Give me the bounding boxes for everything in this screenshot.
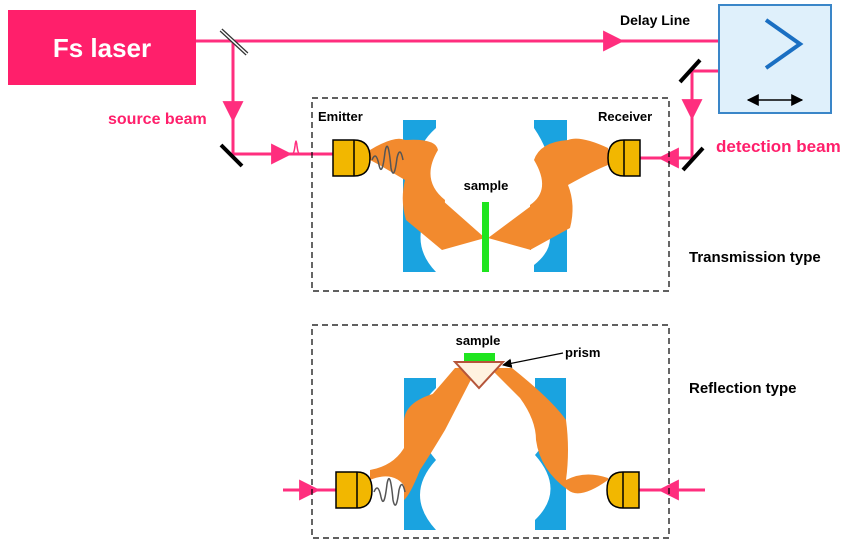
source-pulse bbox=[286, 140, 306, 155]
detection-mirror-bottom bbox=[681, 146, 705, 172]
reflection-emitter-thz-fill bbox=[404, 366, 478, 500]
source-beam-label: source beam bbox=[108, 111, 207, 128]
fs-laser: Fs laser bbox=[8, 10, 196, 85]
emitter-wave bbox=[371, 145, 404, 174]
delay-line-box bbox=[718, 4, 832, 114]
reflection-setup: sample prism bbox=[311, 324, 670, 539]
detection-beam-label: detection beam bbox=[716, 137, 841, 156]
reflection-sample bbox=[464, 353, 495, 361]
source-mirror bbox=[219, 143, 244, 168]
fs-laser-box bbox=[8, 10, 196, 85]
emitter-label: Emitter bbox=[318, 109, 363, 124]
reflection-receiver-thz-beam bbox=[490, 368, 608, 494]
prism-label: prism bbox=[565, 345, 600, 360]
delay-line-label: Delay Line bbox=[620, 12, 690, 28]
reflection-emitter-thz-beam bbox=[370, 367, 478, 488]
reflection-type-label: Reflection type bbox=[689, 380, 797, 397]
reflection-emitter-wave bbox=[373, 478, 406, 506]
transmission-type-label: Transmission type bbox=[689, 249, 821, 266]
reflection-sample-label: sample bbox=[456, 333, 501, 348]
transmission-setup: sample Emitter Receiver bbox=[311, 97, 670, 292]
transmission-frame bbox=[311, 97, 670, 292]
receiver-label: Receiver bbox=[598, 109, 652, 124]
prism-pointer bbox=[502, 352, 564, 369]
emitter-antenna bbox=[332, 139, 371, 177]
emitter-thz-beam bbox=[370, 138, 445, 250]
transmission-sample bbox=[482, 202, 489, 272]
beam-splitter-inner bbox=[220, 29, 248, 55]
emitter-focus-cone bbox=[442, 200, 485, 250]
reflection-frame bbox=[311, 324, 670, 539]
prism bbox=[452, 361, 506, 390]
transmission-sample-label: sample bbox=[464, 178, 509, 193]
fs-laser-label: Fs laser bbox=[53, 33, 151, 63]
reflection-emitter-antenna bbox=[335, 471, 373, 509]
delay-line: Delay Line bbox=[620, 4, 832, 114]
receiver-thz-beam bbox=[530, 138, 608, 250]
receiver-focus-cone bbox=[488, 206, 531, 250]
detection-mirror-top bbox=[678, 58, 702, 84]
retroreflector-icon bbox=[764, 18, 804, 70]
